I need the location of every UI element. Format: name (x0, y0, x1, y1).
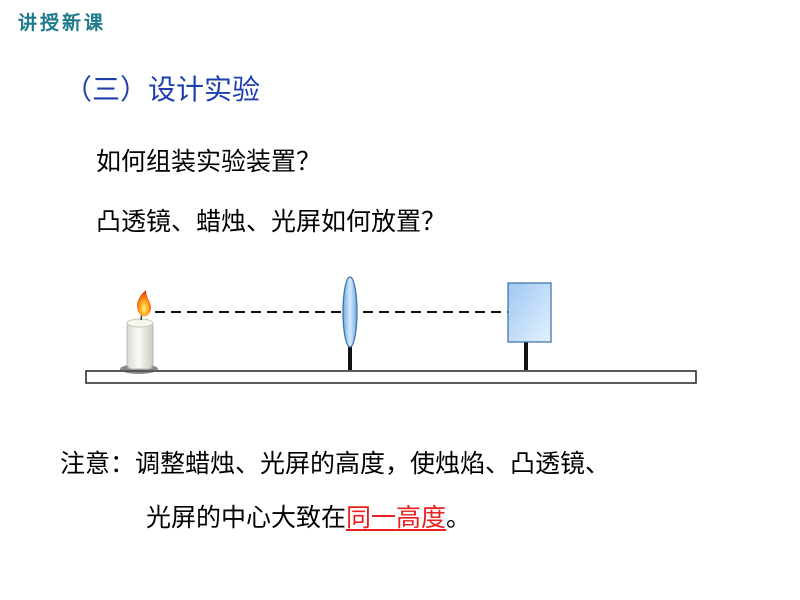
section-title: （三）设计实验 (64, 73, 261, 106)
note-line-2: 光屏的中心大致在同一高度。 (146, 498, 471, 534)
question-placement: 凸透镜、蜡烛、光屏如何放置？ (96, 207, 447, 236)
header-tag: 讲授新课 (18, 12, 107, 34)
light-screen-icon (507, 282, 552, 370)
convex-lens-icon (342, 276, 358, 370)
note-suffix: 。 (446, 503, 472, 532)
optical-bench-diagram (85, 276, 697, 384)
note-line-1: 注意：调整蜡烛、光屏的高度，使烛焰、凸透镜、 (60, 449, 611, 478)
candle-icon (120, 290, 158, 374)
question-assemble: 如何组装实验装置？ (96, 147, 322, 176)
note-highlight-same-height: 同一高度 (346, 503, 447, 532)
optical-bench (85, 370, 697, 384)
note-prefix: 光屏的中心大致在 (146, 503, 347, 532)
